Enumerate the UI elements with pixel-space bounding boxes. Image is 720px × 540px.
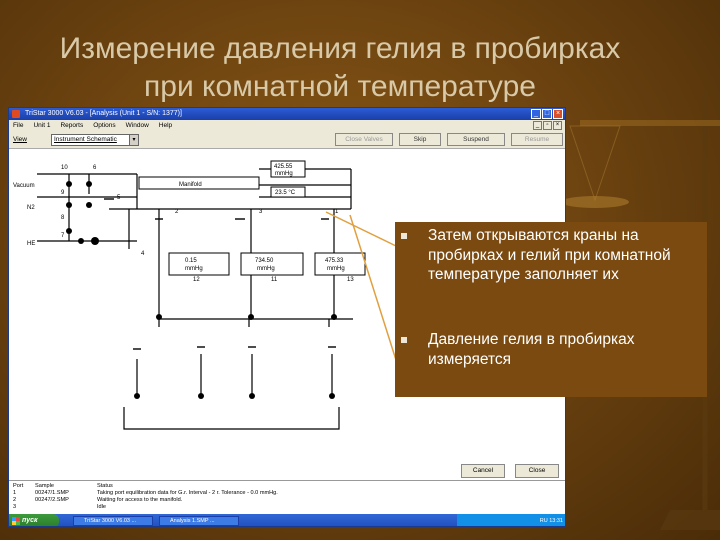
slide-title-line1: Измерение давления гелия в пробирках <box>59 32 621 65</box>
status-header-file: Sample <box>35 483 54 489</box>
valve-11-label: 11 <box>271 277 278 283</box>
valve-7-label: 7 <box>61 233 65 239</box>
row-file: 00247/2.SMP <box>35 497 69 503</box>
taskbar: пуск TriStar 3000 V6.03 ... Analysis 1.S… <box>9 514 565 526</box>
system-tray: RU 13:31 <box>457 514 565 526</box>
window-title: TriStar 3000 V6.03 - [Analysis (Unit 1 -… <box>25 110 182 117</box>
manifold-temperature: 23.5 °C <box>275 190 296 196</box>
menu-help[interactable]: Help <box>158 122 173 129</box>
view-label: View <box>13 136 27 143</box>
cancel-button[interactable]: Cancel <box>461 464 505 478</box>
close-button[interactable]: Close <box>515 464 559 478</box>
vacuum-label: Vacuum <box>13 183 35 189</box>
port2-pressure: 734.50 <box>255 258 274 264</box>
app-icon <box>12 110 20 118</box>
toolbar: View Instrument Schematic ▾ Close Valves… <box>9 131 565 149</box>
application-window: TriStar 3000 V6.03 - [Analysis (Unit 1 -… <box>8 107 566 527</box>
manifold-label: Manifold <box>179 182 202 188</box>
port3-pressure: 475.33 <box>325 258 344 264</box>
menu-file[interactable]: File <box>13 122 24 129</box>
valve-9-label: 9 <box>61 190 65 196</box>
maximize-icon[interactable]: □ <box>542 109 552 119</box>
valve-12-label: 12 <box>193 277 200 283</box>
valve-8-label: 8 <box>61 215 65 221</box>
start-button[interactable]: пуск <box>9 514 59 526</box>
row-status: Idle <box>97 504 107 510</box>
row-port: 1 <box>13 490 17 496</box>
bullet-text: Затем открываются краны на пробирках и г… <box>428 227 671 283</box>
status-table: Port Sample Status 1 00247/1.SMP Taking … <box>9 480 565 514</box>
status-header-status: Status <box>97 483 113 489</box>
menu-options[interactable]: Options <box>93 122 116 129</box>
taskbar-item-analysis[interactable]: Analysis 1.SMP ... <box>159 516 239 526</box>
row-file: 00247/1.SMP <box>35 490 69 496</box>
port1-unit: mmHg <box>185 266 203 272</box>
row-status: Taking port equilibration data for G.r. … <box>97 490 278 496</box>
mdi-minimize-icon[interactable]: _ <box>533 121 542 130</box>
valve-1-label: 1 <box>335 209 339 215</box>
chevron-down-icon[interactable]: ▾ <box>129 135 138 145</box>
menu-reports[interactable]: Reports <box>60 122 84 129</box>
menu-unit[interactable]: Unit 1 <box>33 122 51 129</box>
manifold-pressure-unit: mmHg <box>275 171 293 177</box>
taskbar-item-tristar[interactable]: TriStar 3000 V6.03 ... <box>73 516 153 526</box>
bullet-box: Затем открываются краны на пробирках и г… <box>395 222 707 397</box>
window-titlebar[interactable]: TriStar 3000 V6.03 - [Analysis (Unit 1 -… <box>9 108 565 120</box>
mdi-close-icon[interactable]: × <box>553 121 562 130</box>
valve-2-label: 2 <box>175 209 179 215</box>
slide-title-line2: при комнатной температуре <box>144 70 536 103</box>
instrument-schematic: Vacuum N2 HE 10 6 9 5 8 7 4 2 3 1 12 11 … <box>13 160 366 430</box>
row-port: 2 <box>13 497 17 503</box>
bullet-text: Давление гелия в пробирках измеряется <box>428 331 635 368</box>
manifold-pressure-value: 425.55 <box>274 164 293 170</box>
view-select[interactable]: Instrument Schematic ▾ <box>51 134 139 146</box>
bullet-square-icon <box>401 337 407 343</box>
valve-10-label: 10 <box>61 165 68 171</box>
close-icon[interactable]: × <box>553 109 563 119</box>
menubar: File Unit 1 Reports Options Window Help … <box>9 120 565 131</box>
view-select-value: Instrument Schematic <box>54 136 117 143</box>
mdi-restore-icon[interactable]: ▫ <box>543 121 552 130</box>
status-header-port: Port <box>13 483 24 489</box>
resume-button[interactable]: Resume <box>511 133 563 146</box>
n2-label: N2 <box>27 205 35 211</box>
close-valves-button[interactable]: Close Valves <box>335 133 393 146</box>
minimize-icon[interactable]: _ <box>531 109 541 119</box>
valve-6-label: 6 <box>93 165 97 171</box>
valve-5-label: 5 <box>117 195 121 201</box>
valve-3-label: 3 <box>259 209 263 215</box>
suspend-button[interactable]: Suspend <box>447 133 505 146</box>
port1-pressure: 0.15 <box>185 258 197 264</box>
skip-button[interactable]: Skip <box>399 133 441 146</box>
valve-13-label: 13 <box>347 277 354 283</box>
row-port: 3 <box>13 504 17 510</box>
menu-window[interactable]: Window <box>125 122 149 129</box>
port2-unit: mmHg <box>257 266 275 272</box>
port3-unit: mmHg <box>327 266 345 272</box>
he-label: HE <box>27 241 35 247</box>
valve-4-label: 4 <box>141 251 145 257</box>
row-status: Waiting for access to the manifold. <box>97 497 183 503</box>
bullet-square-icon <box>401 233 407 239</box>
slide-title: Измерение давления гелия в пробирках при… <box>30 30 650 106</box>
